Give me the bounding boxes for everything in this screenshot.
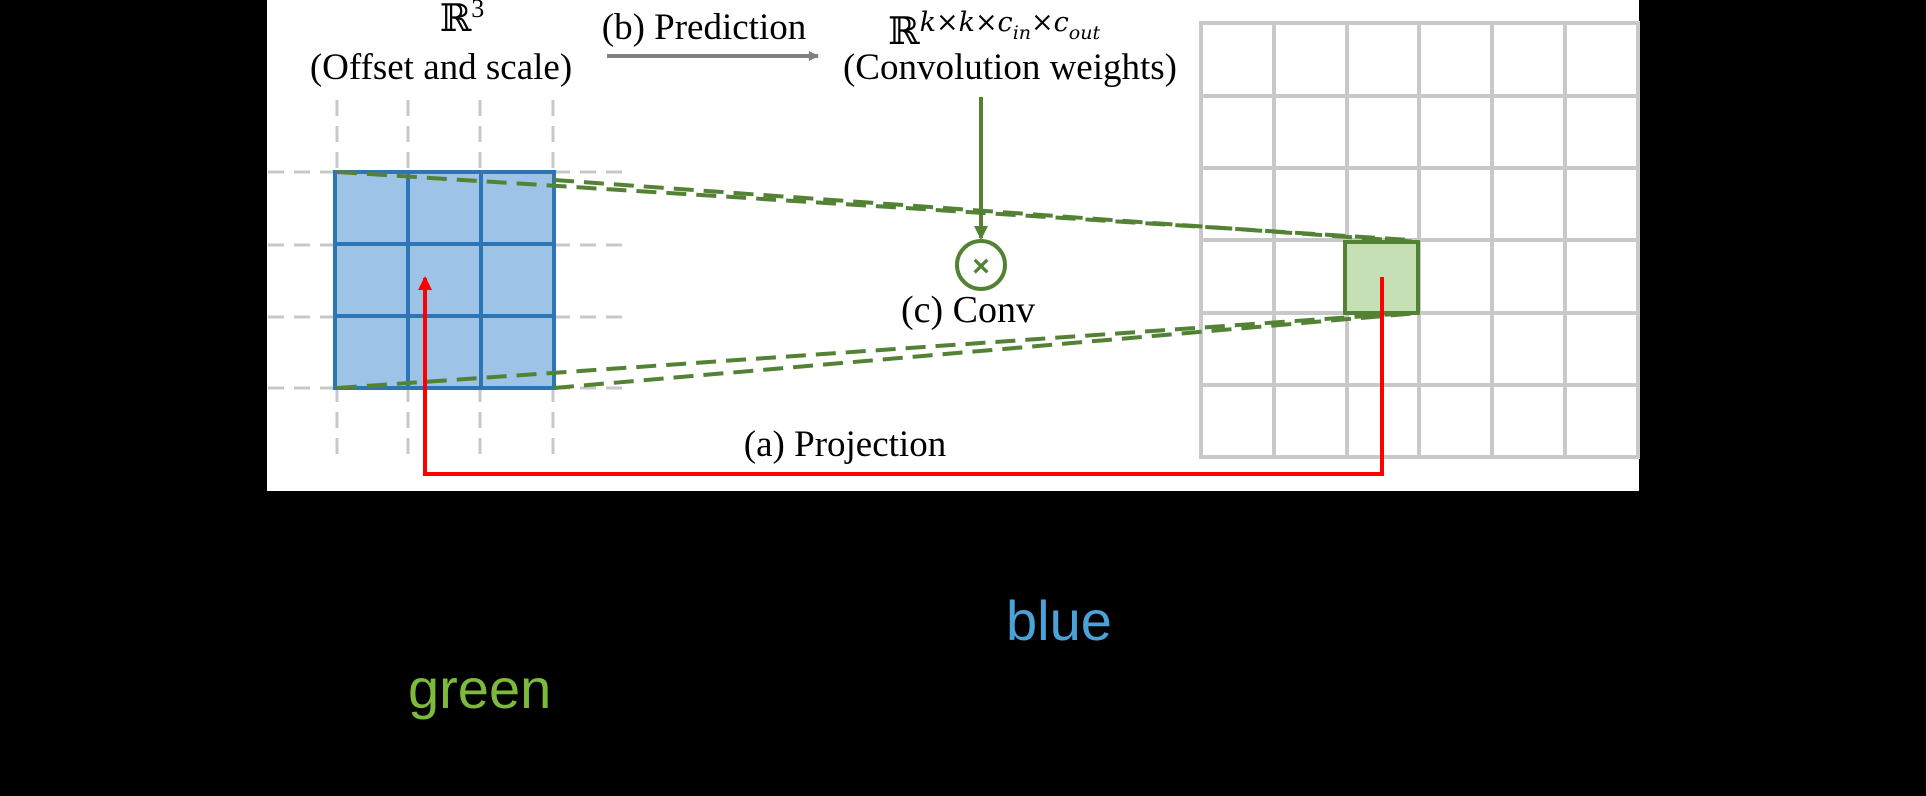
- input-feature-grid: [268, 100, 622, 455]
- offset-scale-caption: (Offset and scale): [310, 47, 572, 88]
- projection-arrow: [418, 276, 1384, 476]
- prediction-label: (b) Prediction: [602, 7, 806, 48]
- weights-caption: (Convolution weights): [843, 47, 1177, 88]
- output-feature-grid: [1199, 21, 1640, 459]
- conv-operator-symbol: ×: [972, 250, 990, 283]
- conv-label: (c) Conv: [901, 289, 1035, 331]
- caption-word-blue: blue: [1006, 589, 1112, 652]
- conv-operator-icon: ×: [955, 239, 1007, 291]
- offset-scale-space: ℝ3: [440, 0, 485, 40]
- projection-label: (a) Projection: [744, 424, 946, 465]
- receptive-field-lines: [336, 170, 1419, 390]
- caption-word-green: green: [408, 657, 552, 720]
- weights-space: ℝk×k×cin×cout: [888, 7, 1100, 53]
- blue-kernel: [333, 170, 556, 390]
